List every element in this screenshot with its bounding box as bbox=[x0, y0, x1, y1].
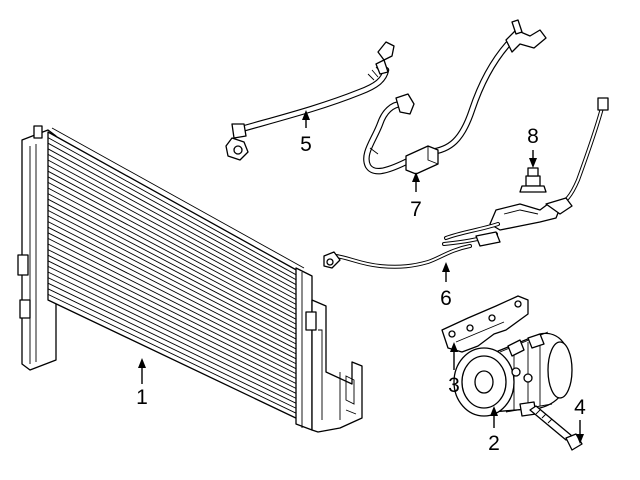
callout-1: 1 bbox=[136, 358, 148, 409]
valve-8 bbox=[519, 167, 547, 193]
callout-6: 6 bbox=[440, 262, 452, 310]
callout-label-3: 3 bbox=[448, 374, 460, 397]
callout-7: 7 bbox=[410, 172, 422, 221]
callout-5: 5 bbox=[300, 110, 312, 156]
condenser-fins bbox=[47, 137, 301, 416]
callout-label-1: 1 bbox=[136, 386, 148, 409]
callout-label-7: 7 bbox=[410, 198, 422, 221]
line-assembly-6 bbox=[323, 97, 609, 269]
condenser bbox=[17, 125, 363, 433]
callout-label-6: 6 bbox=[440, 287, 452, 310]
callout-label-2: 2 bbox=[488, 432, 500, 455]
bracket-3 bbox=[441, 295, 529, 353]
callout-3: 3 bbox=[448, 342, 460, 397]
hose-assembly-7 bbox=[363, 19, 547, 175]
callout-2: 2 bbox=[488, 406, 500, 455]
callout-8: 8 bbox=[527, 125, 539, 168]
callout-label-4: 4 bbox=[574, 396, 586, 419]
callout-4: 4 bbox=[574, 396, 586, 444]
callout-label-5: 5 bbox=[300, 133, 312, 156]
callout-label-8: 8 bbox=[527, 125, 539, 148]
hose-assembly-5 bbox=[225, 41, 395, 161]
